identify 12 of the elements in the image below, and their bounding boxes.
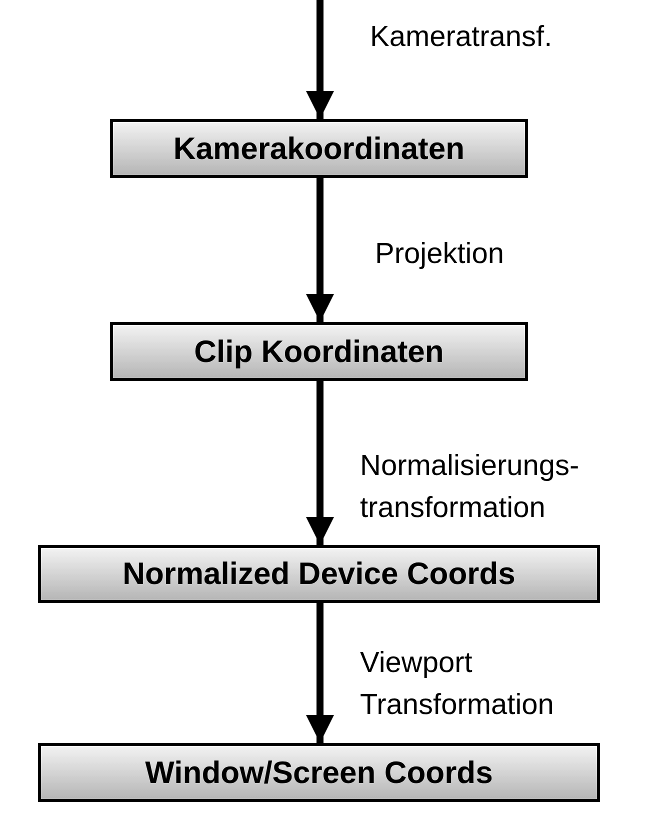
arrow [306,178,334,322]
edge-label: Projektion [375,237,505,272]
arrow [306,381,334,545]
arrow [306,0,334,119]
edge-label: Normalisierungs- transformation [360,449,580,526]
process-box: Window/Screen Coords [38,743,600,802]
edge-label: Kameratransf. [370,20,554,55]
process-box: Kamerakoordinaten [110,119,528,178]
edge-label: Viewport Transformation [360,646,555,724]
process-box: Clip Koordinaten [110,322,528,381]
process-box: Normalized Device Coords [38,545,600,603]
arrow [306,603,334,743]
